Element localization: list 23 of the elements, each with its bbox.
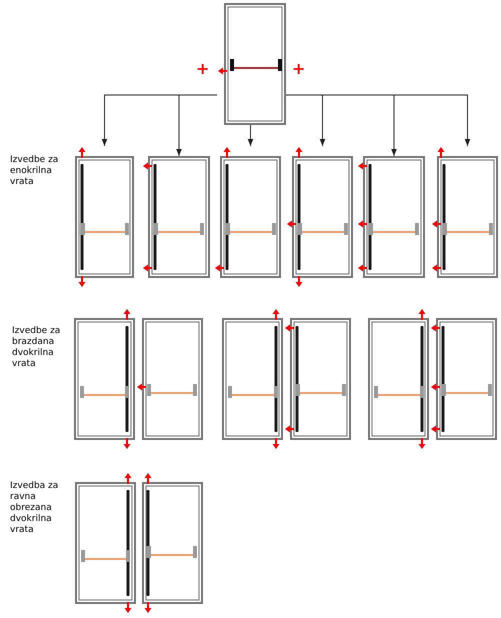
door-drawing — [222, 308, 283, 450]
door-drawing — [286, 146, 353, 288]
door-drawing — [431, 146, 498, 278]
door-drawing — [142, 472, 203, 614]
door-drawing — [217, 3, 286, 125]
arrow — [176, 94, 218, 156]
row-label: Izvedbe za enokrilna vrata — [10, 155, 60, 188]
door-drawing — [368, 308, 429, 450]
door-drawing — [136, 318, 203, 440]
door-drawing — [284, 318, 351, 440]
door-drawing — [75, 146, 134, 288]
door-drawing — [357, 156, 425, 278]
arrow — [248, 124, 254, 146]
plus-sign: + — [292, 61, 306, 77]
door-drawing — [214, 146, 281, 278]
row-label: Izvedba za ravna obrezana dvokrilna vrata — [10, 481, 60, 536]
door-drawing — [142, 156, 210, 278]
arrow — [286, 94, 470, 146]
door-drawing — [74, 308, 135, 450]
row-label: Izvedbe za brazdana dvokrilna vrata — [12, 326, 62, 370]
plus-sign: + — [196, 61, 210, 77]
door-drawing — [75, 472, 136, 614]
door-drawing — [430, 318, 497, 440]
